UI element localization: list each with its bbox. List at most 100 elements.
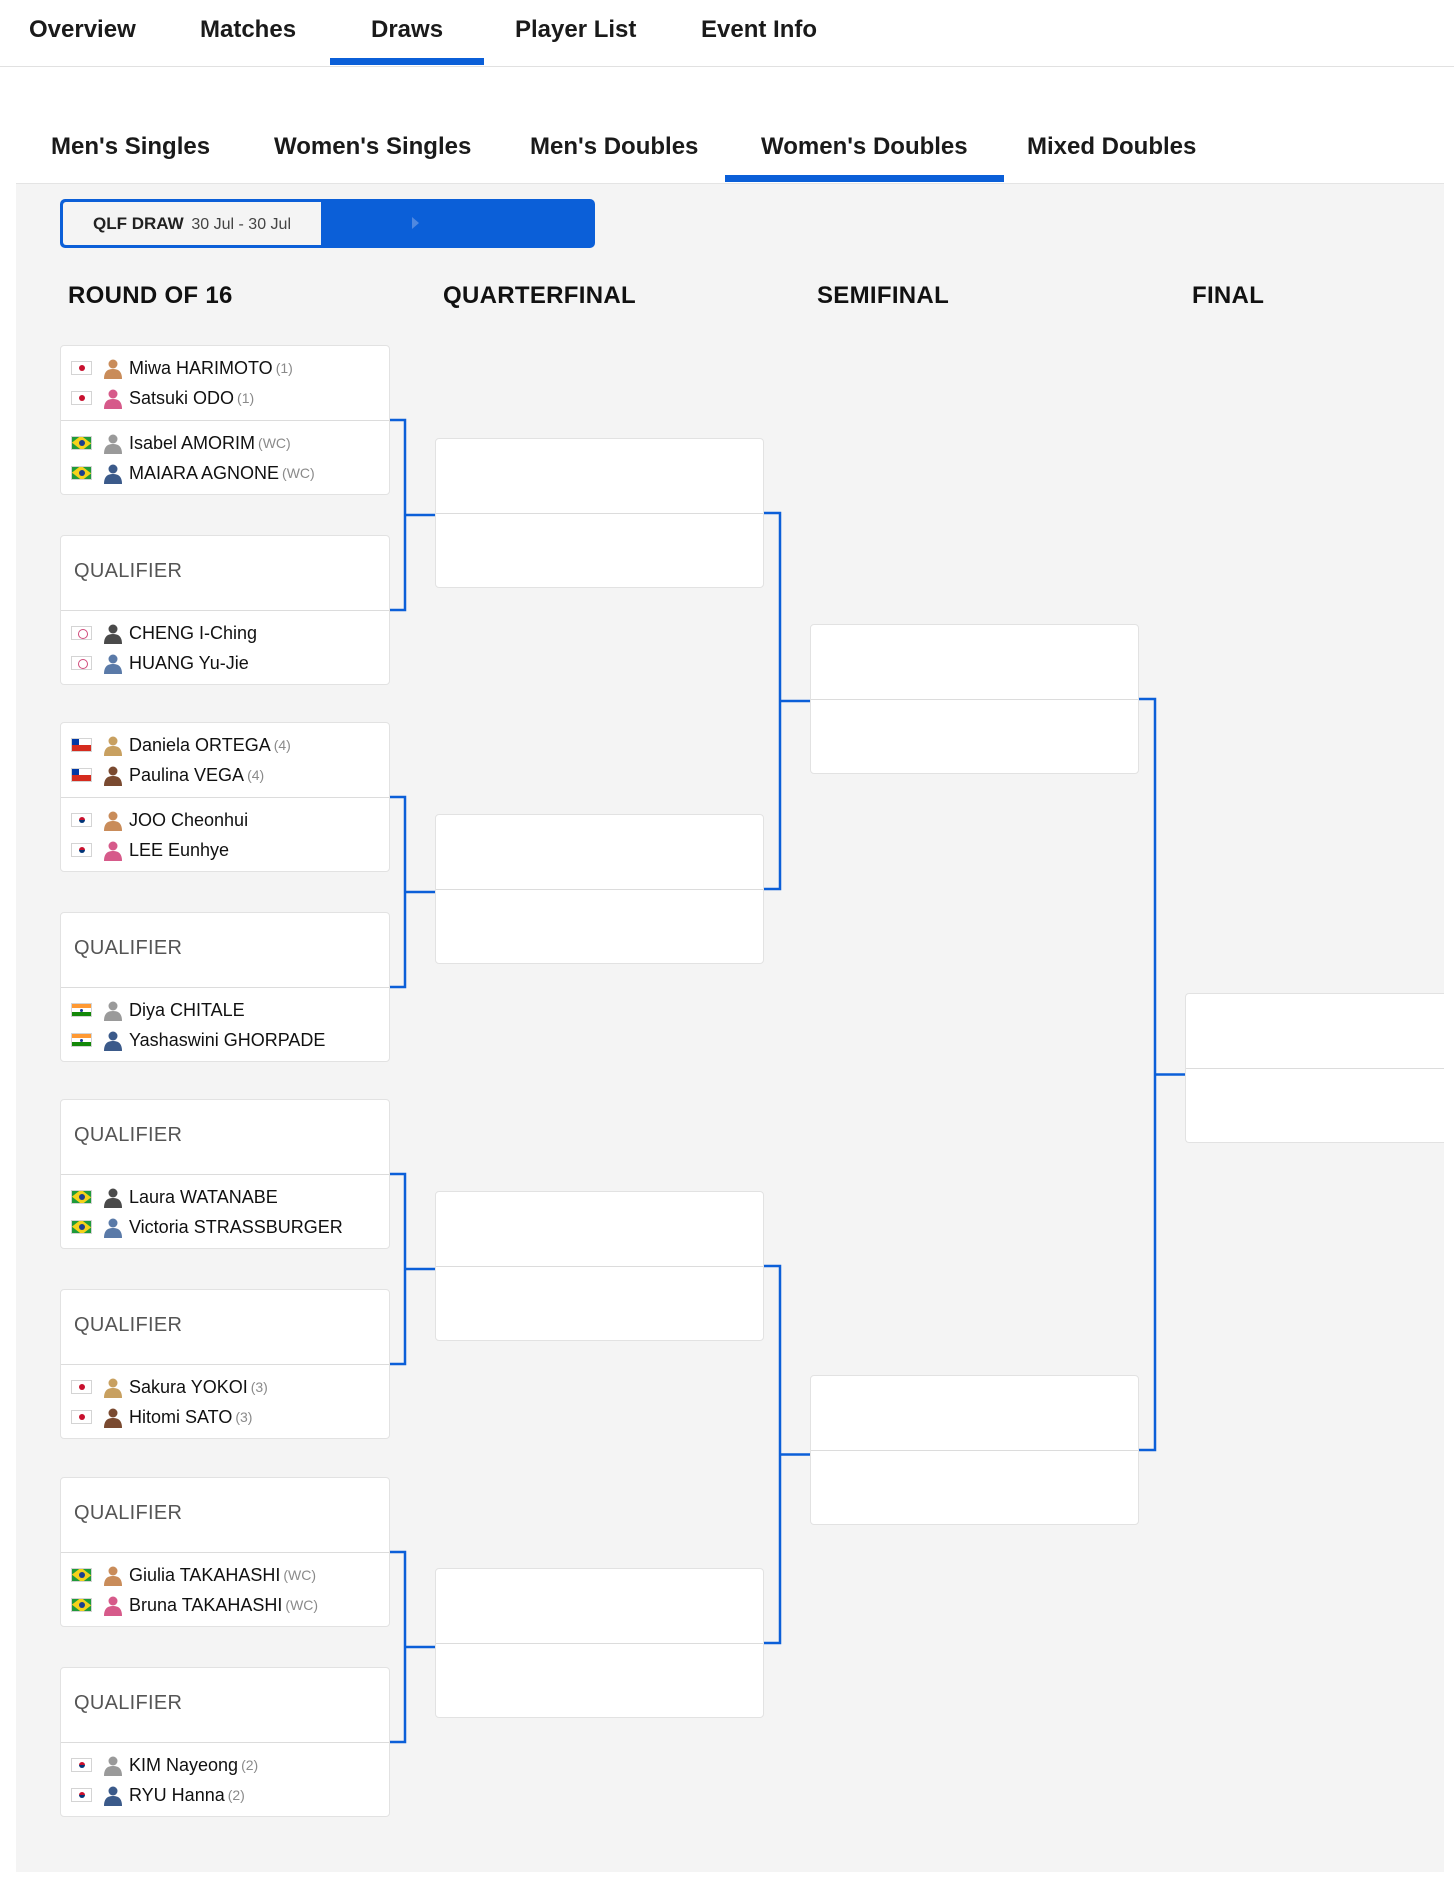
- tab-draws[interactable]: Draws: [329, 16, 485, 65]
- match-slot-top[interactable]: QUALIFIER: [61, 1290, 389, 1364]
- player-avatar-icon: [104, 1408, 122, 1428]
- player-name[interactable]: Daniela ORTEGA: [129, 734, 271, 755]
- tab-womens-doubles[interactable]: Women's Doubles: [725, 133, 1004, 182]
- qualifier-label: QUALIFIER: [74, 1692, 183, 1714]
- semifinal-match[interactable]: [810, 1375, 1139, 1525]
- round-of-16-match[interactable]: QUALIFIER KIM Nayeong(2)RYU Hanna(2): [60, 1667, 390, 1817]
- player-name[interactable]: Paulina VEGA: [129, 764, 245, 785]
- player-name[interactable]: Sakura YOKOI: [129, 1376, 248, 1397]
- player-row[interactable]: Miwa HARIMOTO(1): [71, 353, 293, 383]
- player-row[interactable]: Satsuki ODO(1): [71, 383, 254, 413]
- round-of-16-match[interactable]: QUALIFIER Diya CHITALE Yashaswini GHORPADE: [60, 912, 390, 1062]
- quarterfinal-match[interactable]: [435, 1191, 764, 1341]
- round-header-final: FINAL: [1192, 282, 1265, 309]
- player-avatar-icon: [104, 1218, 122, 1238]
- player-name[interactable]: Diya CHITALE: [129, 999, 245, 1020]
- tab-overview[interactable]: Overview: [29, 16, 136, 43]
- quarterfinal-match[interactable]: [435, 438, 764, 588]
- draw-name: QLF DRAW: [93, 214, 184, 233]
- player-row[interactable]: Hitomi SATO(3): [71, 1402, 252, 1432]
- player-name[interactable]: Hitomi SATO: [129, 1406, 233, 1427]
- draw-selector[interactable]: QLF DRAW 30 Jul - 30 Jul: [60, 199, 595, 248]
- player-name[interactable]: HUANG Yu-Jie: [129, 652, 249, 673]
- country-flag-icon: [71, 1568, 92, 1582]
- quarterfinal-match[interactable]: [435, 1568, 764, 1718]
- match-slot-bottom[interactable]: Isabel AMORIM(WC)MAIARA AGNONE(WC): [61, 420, 389, 494]
- match-slot-bottom[interactable]: Giulia TAKAHASHI(WC)Bruna TAKAHASHI(WC): [61, 1552, 389, 1626]
- player-row[interactable]: Giulia TAKAHASHI(WC): [71, 1560, 316, 1590]
- player-row[interactable]: Diya CHITALE: [71, 995, 245, 1025]
- country-flag-icon: [71, 768, 92, 782]
- player-name[interactable]: Satsuki ODO: [129, 387, 235, 408]
- tab-matches[interactable]: Matches: [200, 16, 297, 43]
- bracket-connector-line: [390, 418, 407, 612]
- player-row[interactable]: Laura WATANABE: [71, 1182, 278, 1212]
- match-slot-top[interactable]: QUALIFIER: [61, 1478, 389, 1552]
- player-row[interactable]: Sakura YOKOI(3): [71, 1372, 268, 1402]
- tab-mixed-doubles[interactable]: Mixed Doubles: [1027, 133, 1197, 160]
- player-row[interactable]: HUANG Yu-Jie: [71, 648, 249, 678]
- player-name[interactable]: Victoria STRASSBURGER: [129, 1216, 343, 1237]
- quarterfinal-match[interactable]: [435, 814, 764, 964]
- country-flag-icon: [71, 1598, 92, 1612]
- player-row[interactable]: RYU Hanna(2): [71, 1780, 245, 1810]
- player-row[interactable]: JOO Cheonhui: [71, 805, 248, 835]
- player-name[interactable]: CHENG I-Ching: [129, 622, 258, 643]
- tab-player-list[interactable]: Player List: [515, 16, 637, 43]
- player-name[interactable]: MAIARA AGNONE: [129, 462, 280, 483]
- round-of-16-match[interactable]: Miwa HARIMOTO(1)Satsuki ODO(1)Isabel AMO…: [60, 345, 390, 495]
- player-seed: (4): [273, 737, 291, 753]
- match-slot-bottom[interactable]: Sakura YOKOI(3)Hitomi SATO(3): [61, 1364, 389, 1438]
- player-name[interactable]: Laura WATANABE: [129, 1186, 278, 1207]
- player-row[interactable]: CHENG I-Ching: [71, 618, 257, 648]
- player-name[interactable]: KIM Nayeong: [129, 1754, 239, 1775]
- qualifier-label: QUALIFIER: [74, 937, 183, 959]
- player-name[interactable]: Yashaswini GHORPADE: [129, 1029, 326, 1050]
- player-row[interactable]: Yashaswini GHORPADE: [71, 1025, 325, 1055]
- country-flag-icon: [71, 1380, 92, 1394]
- player-row[interactable]: Isabel AMORIM(WC): [71, 428, 291, 458]
- player-avatar-icon: [104, 654, 122, 674]
- player-name[interactable]: Isabel AMORIM: [129, 432, 256, 453]
- tab-mens-doubles[interactable]: Men's Doubles: [530, 133, 699, 160]
- player-row[interactable]: KIM Nayeong(2): [71, 1750, 258, 1780]
- player-name[interactable]: Giulia TAKAHASHI: [129, 1564, 281, 1585]
- round-header-semifinal: SEMIFINAL: [817, 282, 950, 309]
- match-slot-top[interactable]: QUALIFIER: [61, 913, 389, 987]
- match-slot-bottom[interactable]: KIM Nayeong(2)RYU Hanna(2): [61, 1742, 389, 1816]
- match-slot-bottom[interactable]: Laura WATANABE Victoria STRASSBURGER: [61, 1174, 389, 1248]
- final-match[interactable]: [1185, 993, 1444, 1143]
- country-flag-icon: [71, 436, 92, 450]
- player-name[interactable]: Bruna TAKAHASHI: [129, 1594, 283, 1615]
- player-row[interactable]: Victoria STRASSBURGER: [71, 1212, 343, 1242]
- tab-mens-singles[interactable]: Men's Singles: [51, 133, 211, 160]
- player-row[interactable]: Paulina VEGA(4): [71, 760, 264, 790]
- round-of-16-match[interactable]: Daniela ORTEGA(4)Paulina VEGA(4)JOO Cheo…: [60, 722, 390, 872]
- player-row[interactable]: LEE Eunhye: [71, 835, 229, 865]
- semifinal-match[interactable]: [810, 624, 1139, 774]
- match-slot-top[interactable]: QUALIFIER: [61, 1100, 389, 1174]
- player-row[interactable]: Daniela ORTEGA(4): [71, 730, 291, 760]
- player-name[interactable]: Miwa HARIMOTO: [129, 357, 273, 378]
- match-slot-bottom[interactable]: Diya CHITALE Yashaswini GHORPADE: [61, 987, 389, 1061]
- player-avatar-icon: [104, 1188, 122, 1208]
- match-slot-top[interactable]: QUALIFIER: [61, 1668, 389, 1742]
- player-row[interactable]: Bruna TAKAHASHI(WC): [71, 1590, 318, 1620]
- match-slot-top[interactable]: QUALIFIER: [61, 536, 389, 610]
- player-name[interactable]: RYU Hanna: [129, 1784, 225, 1805]
- player-name[interactable]: LEE Eunhye: [129, 839, 230, 860]
- match-slot-top[interactable]: Miwa HARIMOTO(1)Satsuki ODO(1): [61, 346, 389, 420]
- tab-womens-singles[interactable]: Women's Singles: [274, 133, 472, 160]
- match-slot-top[interactable]: Daniela ORTEGA(4)Paulina VEGA(4): [61, 723, 389, 797]
- bracket-connector-line: [764, 511, 782, 891]
- tab-event-info[interactable]: Event Info: [701, 16, 818, 43]
- caret-right-icon: [412, 217, 419, 229]
- round-of-16-match[interactable]: QUALIFIER Laura WATANABE Victoria STRASSBU…: [60, 1099, 390, 1249]
- player-row[interactable]: MAIARA AGNONE(WC): [71, 458, 315, 488]
- player-name[interactable]: JOO Cheonhui: [129, 809, 249, 830]
